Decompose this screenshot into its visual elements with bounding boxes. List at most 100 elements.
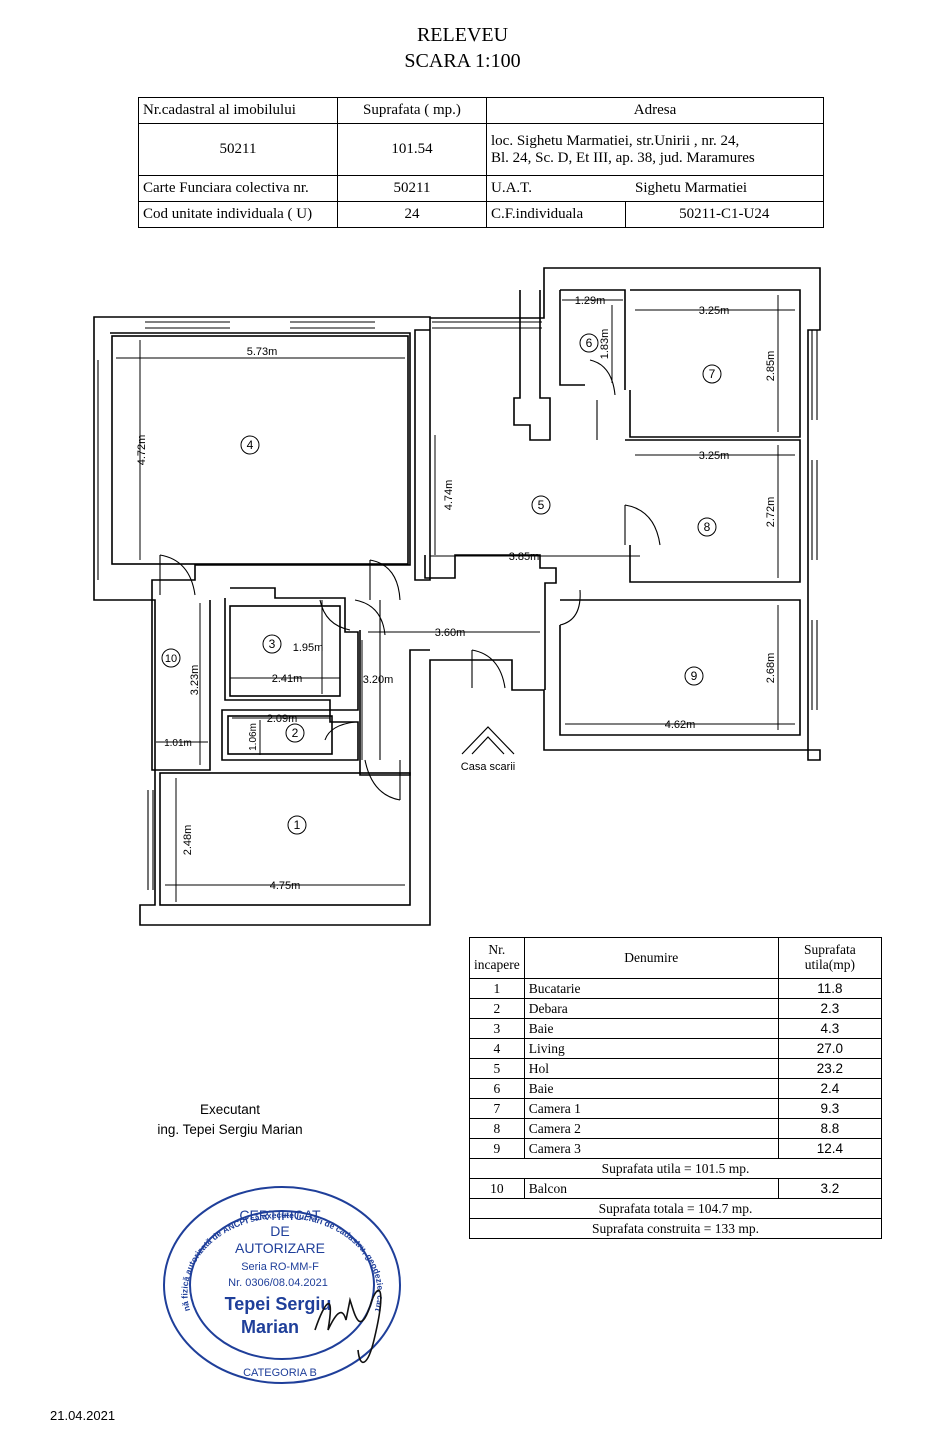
room-name: Debara [523,998,779,1019]
signature [314,1289,382,1364]
stamp-line-1: CERTIFICAT [239,1207,321,1223]
cf-value: 50211 [337,175,487,202]
stamp-line-3: AUTORIZARE [235,1240,325,1256]
room-markers [161,333,722,835]
room-name: Balcon [523,1178,779,1199]
dim-label: 4.62m [665,719,696,731]
executant-label: Executant [199,1102,261,1117]
dim-label: 3.25m [699,305,730,317]
dim-label: 1.95m [293,642,324,654]
room-number-1: 1 [294,818,301,832]
room-area: 8.8 [777,1118,883,1139]
room-nr: 4 [469,1038,525,1059]
address-line-2: Bl. 24, Sc. D, Et III, ap. 38, jud. Mara… [491,149,755,166]
room-nr: 9 [469,1138,525,1159]
dim-label: 3.85m [509,551,540,563]
room-2-inner [227,715,333,755]
page-scale: SCARA 1:100 [404,50,521,72]
cfi-label: C.F.individuala [486,201,626,228]
outer-wall [93,267,821,926]
property-info-table: Nr.cadastral al imobilului Suprafata ( m… [138,97,824,228]
room-2-outline [221,709,359,761]
dim-label: 4.75m [270,880,301,892]
room-number-10: 10 [165,653,177,665]
room-area: 3.2 [777,1178,883,1199]
dim-label: 3.20m [363,674,394,686]
dim-label: 1.01m [164,738,192,749]
room-area: 27.0 [777,1038,883,1059]
room-area: 2.3 [777,998,883,1019]
room-nr: 5 [469,1058,525,1079]
dim-label: 2.41m [272,673,303,685]
area-label: Suprafata ( mp.) [337,97,487,124]
rooms-table: Nr. incapere Denumire Suprafata utila(mp… [469,937,883,1239]
room-9-outline [559,599,801,736]
room-name: Baie [523,1018,779,1039]
room-number-2: 2 [292,726,299,740]
room-name: Camera 1 [523,1098,779,1119]
room-6-outline [559,289,626,390]
dim-label: 4.74m [443,480,455,511]
authorization-stamp: Persoană fizică autorizată de ANCPI să e… [160,1180,401,1384]
hall-wall [513,290,551,441]
stamp-name-1: Tepei Sergiu [225,1294,332,1314]
room-4-outline [111,335,409,565]
dim-label: 2.09m [267,713,298,725]
address-label: Adresa [486,97,824,124]
cf-label: Carte Funciara colectiva nr. [138,175,338,202]
room-nr: 10 [469,1178,525,1199]
room-area: 2.4 [777,1078,883,1099]
room-name: Living [523,1038,779,1059]
room-name: Bucatarie [523,978,779,999]
dim-label: 3.60m [435,627,466,639]
room-area: 4.3 [777,1018,883,1039]
dim-label: 2.85m [765,351,777,382]
hall-wall-2 [424,554,557,690]
cadastral-label: Nr.cadastral al imobilului [138,97,338,124]
unit-value: 24 [337,201,487,228]
address-value: loc. Sighetu Marmatiei, str.Unirii , nr.… [486,123,824,176]
rooms-header-area-line2: utila(mp) [804,957,855,972]
rooms-header-nr-line2: incapere [474,957,520,972]
dim-label: 3.25m [699,450,730,462]
doors [159,359,661,801]
windows [97,321,818,890]
room-name: Hol [523,1058,779,1079]
room-nr: 1 [469,978,525,999]
stair-label: Casa scarii [461,761,515,773]
uat-value: Sighetu Marmatiei [625,175,824,202]
total-area: Suprafata totala = 104.7 mp. [469,1198,882,1219]
uat-label: U.A.T. [486,175,625,202]
dim-label: 2.48m [182,825,194,856]
dim-label: 2.72m [765,497,777,528]
room-number-7: 7 [709,367,716,381]
table-row: 10 Balcon 3.2 [469,1178,883,1199]
dim-label: 1.06m [248,723,259,751]
room-7-outline [629,289,801,438]
room-10-outline [151,600,211,771]
room-number-5: 5 [538,498,545,512]
room-name: Camera 3 [523,1138,779,1159]
room-name: Baie [523,1078,779,1099]
dim-label: 2.68m [765,653,777,684]
stair-arrow [461,726,515,755]
unit-label: Cod unitate individuala ( U) [138,201,338,228]
corridor-wall [359,630,430,776]
rooms-header-area-line1: Suprafata [803,942,856,958]
room-number-3: 3 [269,637,276,651]
room-nr: 2 [469,998,525,1019]
cfi-value: 50211-C1-U24 [624,201,824,228]
address-line-1: loc. Sighetu Marmatiei, str.Unirii , nr.… [491,132,740,149]
stamp-category: CATEGORIA B [243,1367,317,1379]
stamp-number: Nr. 0306/08.04.2021 [228,1277,328,1289]
room-area: 23.2 [777,1058,883,1079]
room-number-8: 8 [704,520,711,534]
room-3-outline [224,587,359,711]
